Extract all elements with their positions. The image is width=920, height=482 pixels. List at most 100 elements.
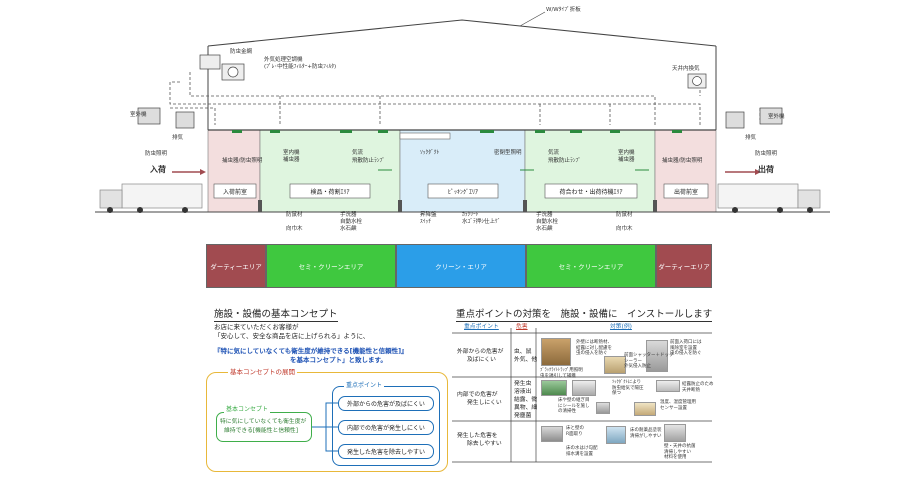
zone-clean: クリーン・エリア: [396, 244, 526, 288]
sealed-light-label: 密閉型照明: [494, 150, 522, 156]
floor-marker: [653, 200, 657, 212]
sill-left-label: 向巾木: [286, 226, 303, 232]
floor-marker: [523, 200, 527, 212]
zone-semi-right: セミ・クリーンエリア: [526, 244, 656, 288]
ceiling-fan-icon: [692, 76, 702, 86]
band-semi-left: [259, 129, 401, 213]
exhaust-right-label: 排気: [745, 135, 757, 141]
indoor-unit-1-label: 室内機: [283, 150, 300, 156]
measure-photo: [634, 402, 656, 416]
ceiling-fan-label: 天井内換気: [672, 66, 700, 72]
measure-note-7: 床や壁の継ぎ目 にシールを施し の清掃性: [558, 398, 590, 415]
concrete-label: ｶﾗｸﾘｰﾄ: [462, 212, 479, 218]
zone-dirty-right: ダーティーエリア: [656, 244, 712, 288]
arrival-arrowhead: [200, 169, 206, 175]
band-dirty-right: [654, 129, 717, 213]
measure-note-3: 前面入荷口には 風除室を設置 虫の侵入を防ぐ: [670, 340, 702, 357]
row2-hazard-d: 異物、細: [514, 405, 538, 411]
departure-arrowhead: [755, 169, 761, 175]
hand-wash-1b-label: 自動水栓: [340, 219, 363, 225]
indoor-unit-2-label: 室内機: [618, 150, 635, 156]
key-point-1: 外部からの危害が及ばにくい: [338, 396, 434, 411]
insect-light-left-label: 捕虫器/防虫照明: [222, 158, 263, 164]
measure-note-5: ｿｯｸﾀﾞｸﾄにより 防虫給気で陽圧 保つ: [612, 380, 644, 397]
key-point-1-text: 外部からの危害が及ばにくい: [347, 401, 425, 408]
concept-line-3: 『特に気にしていなくても衛生度が維持できる[機能性と信頼性]』: [214, 347, 408, 355]
concept-line-4: を基本コンセプト」と致します。: [290, 356, 387, 364]
room-a-label: 検品・荷割ｴﾘｱ: [310, 189, 350, 196]
sill-right-label: 向巾木: [616, 226, 633, 232]
key-point-2: 内部での危害が発生しにくい: [338, 420, 434, 435]
basic-concept-text-1: 特に気にしていなくても衛生度が: [220, 419, 307, 425]
insulation-right-label: 防鼠材: [616, 212, 633, 218]
fixture: [378, 130, 388, 133]
key-point-2-text: 内部での危害が発生しにくい: [347, 425, 425, 432]
roof-label: W/Wﾀｲﾌﾟ折板: [546, 7, 581, 13]
room-box-c: [544, 183, 638, 199]
concept-line-2: 「安心して、安全な商品を店に上げられる」ように、: [214, 332, 370, 340]
measure-photo: [541, 338, 571, 366]
measure-photo: [606, 426, 626, 444]
hand-wash-1-label: 手洗器: [340, 212, 357, 218]
zone-semi-left-label: セミ・クリーンエリア: [298, 263, 364, 271]
sock-duct: [399, 132, 451, 140]
light-right-label: 防虫照明: [755, 151, 778, 157]
hand-wash-2-label: 手洗器: [536, 212, 553, 218]
duct-2: [169, 81, 701, 125]
measure-note-12: 壁・天井の抗菌 清掃しやすい 材料を使用: [664, 444, 696, 461]
airflow-1-label: 気流: [352, 150, 364, 156]
hand-wash-2c-label: 水石鹸: [536, 226, 553, 232]
dust-duct-label: ｿｯｸﾀﾞｸﾄ: [420, 150, 440, 156]
truck-left-icon: [99, 183, 203, 213]
zone-dirty-left-label: ダーティーエリア: [210, 263, 262, 271]
concept-expansion-title: 基本コンセプトの展開: [228, 368, 297, 377]
measure-photo: [646, 340, 668, 372]
zone-semi-left: セミ・クリーンエリア: [266, 244, 396, 288]
row1-point-b: 及ばにくい: [467, 357, 496, 363]
outdoor-unit-right-box: [725, 111, 745, 129]
air-unit-label-1: 外気処理空調機: [264, 57, 303, 63]
measures-title: 重点ポイントの対策を 施設・設備に インストールします: [456, 306, 713, 322]
fixture: [570, 130, 582, 133]
row2-hazard-e: 発塵菌: [514, 413, 532, 419]
floor-switch-label: 昇降盤: [420, 212, 437, 218]
row3-point-a: 発生した危害を: [457, 433, 498, 439]
measure-note-11: 床の水はけ勾配 排水溝を設置: [566, 446, 598, 457]
measure-note-10: 床の耐薬品塗装 清掃がしやすい: [630, 428, 662, 439]
room-in-label: 入荷前室: [222, 189, 247, 196]
band-dirty-left: [207, 129, 261, 213]
room-box-out: [663, 183, 709, 199]
table-header-point: 重点ポイント: [464, 324, 499, 330]
fixture: [270, 130, 280, 133]
arrival-label: 入荷: [150, 165, 166, 174]
outdoor-unit-right-label: 室外機: [768, 114, 785, 120]
fixture: [232, 130, 242, 133]
key-point-3: 発生した危害を除去しやすい: [338, 444, 434, 459]
truck-right-icon: [717, 183, 821, 213]
room-box-in: [213, 183, 257, 199]
table-header-measure: 対策(例): [610, 324, 632, 330]
room-out-label: 出荷前室: [673, 189, 698, 196]
fixture: [535, 130, 545, 133]
insect-light-right-label: 捕虫器/防虫照明: [662, 158, 703, 164]
concept-title: 施設・設備の基本コンセプト: [214, 306, 338, 322]
key-point-label: 重点ポイント: [344, 382, 385, 391]
room-box-a: [289, 183, 371, 199]
insulation-left-label: 防鼠材: [286, 212, 303, 218]
hand-wash-1c-label: 水石鹸: [340, 226, 357, 232]
row1-hazard-b: 外気、他: [514, 357, 538, 363]
row2-hazard-a: 発生虫: [514, 381, 532, 387]
zone-dirty-left: ダーティーエリア: [206, 244, 266, 288]
outdoor-unit-left-box: [137, 107, 161, 125]
fixture: [610, 130, 620, 133]
basic-concept-label: 基本コンセプト: [224, 406, 271, 415]
measure-photo: [596, 402, 610, 414]
anti-fly-lamp-2-label: 飛散防止ﾗﾝﾌﾟ: [548, 158, 582, 164]
hand-wash-2b-label: 自動水栓: [536, 219, 559, 225]
floor-marker: [258, 200, 262, 212]
row1-point-a: 外部からの危害が: [457, 349, 504, 355]
insect-trap-2-label: 補虫器: [618, 157, 635, 163]
fixture: [480, 130, 494, 133]
row2-point-a: 内部での危害が: [457, 392, 498, 398]
